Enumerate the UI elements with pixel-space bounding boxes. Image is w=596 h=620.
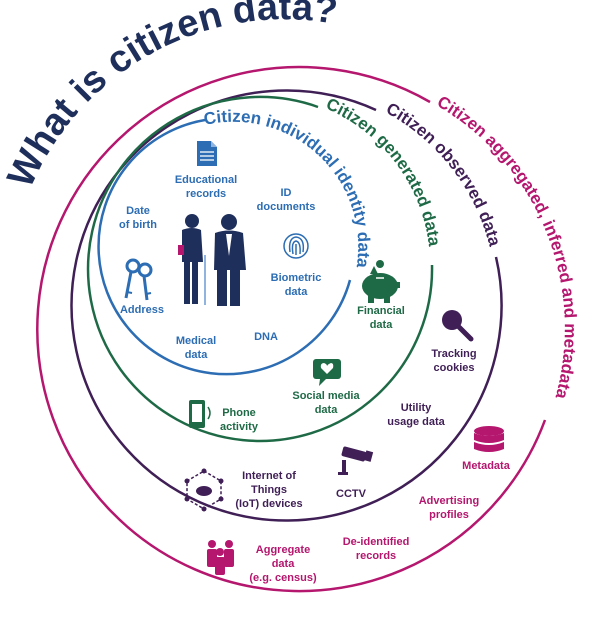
page-title: What is citizen data? xyxy=(0,0,340,194)
label-internet-of-things: Internet of Things (IoT) devices xyxy=(235,470,303,510)
label-biometric-data: Biometric data xyxy=(270,272,322,298)
label-dna: DNA xyxy=(254,331,278,343)
label-phone-activity: Phone activity xyxy=(220,407,258,433)
label-id-documents: ID documents xyxy=(256,187,316,213)
label-financial-data: Financial data xyxy=(357,305,405,331)
iot-hub-icon xyxy=(184,468,224,512)
document-icon xyxy=(197,141,217,166)
group-people-icon xyxy=(207,540,234,575)
piggy-bank-icon xyxy=(362,260,400,303)
label-advertising-profiles: Advertising profiles xyxy=(418,495,480,521)
label-address: Address xyxy=(119,304,165,316)
label-tracking-cookies: Tracking cookies xyxy=(431,348,477,374)
ring-generated xyxy=(86,95,434,443)
label-date-of-birth: Date of birth xyxy=(119,205,157,231)
keys-icon xyxy=(124,258,153,301)
label-educational-records: Educational records xyxy=(174,174,238,200)
label-medical-data: Medical data xyxy=(175,335,217,361)
cctv-camera-icon xyxy=(338,446,374,475)
people-icon xyxy=(178,214,246,306)
label-aggregate-data: Aggregate data (e.g. census) xyxy=(249,544,317,584)
phone-icon xyxy=(189,400,211,428)
ring-identity xyxy=(97,118,352,376)
label-cctv: CCTV xyxy=(336,488,366,500)
chat-heart-icon xyxy=(313,359,341,386)
label-utility-usage-data: Utility usage data xyxy=(387,402,445,428)
magnifier-icon xyxy=(442,310,474,342)
database-icon xyxy=(474,426,504,452)
label-de-identified-records: De-identified records xyxy=(342,536,410,562)
label-metadata: Metadata xyxy=(462,460,510,472)
label-social-media-data: Social media data xyxy=(292,390,360,416)
ring-aggregated xyxy=(36,65,547,593)
fingerprint-icon xyxy=(283,233,309,259)
